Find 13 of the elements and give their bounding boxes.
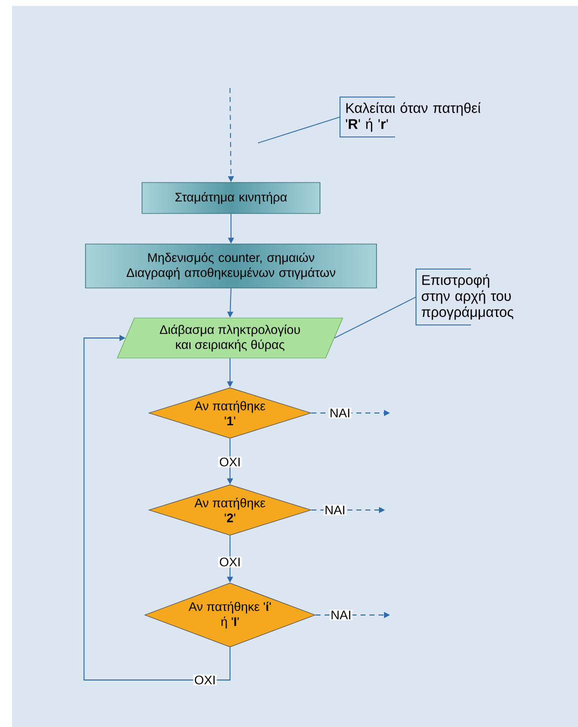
leader-line	[258, 116, 340, 144]
process-box: Σταμάτημα κινητήρα	[142, 182, 320, 214]
edge-label: ΝΑΙ	[328, 408, 352, 418]
edge-label: ΟΧΙ	[218, 456, 242, 468]
edge-label: ΟΧΙ	[193, 674, 217, 686]
edge-label: ΟΧΙ	[218, 556, 242, 568]
edge-label: ΝΑΙ	[324, 504, 346, 516]
callout-note: Καλείται όταν πατηθεί 'R' ή 'r'	[340, 96, 481, 138]
callout-note: Επιστροφή στην αρχή του προγράμματος	[416, 268, 514, 326]
arrow	[84, 334, 230, 680]
edge-label: ΝΑΙ	[330, 610, 352, 620]
process-box: Μηδενισμός counter, σημαιών Διαγραφή αποθηκευμένων στιγμάτων	[85, 244, 377, 288]
leader-line	[334, 296, 416, 338]
